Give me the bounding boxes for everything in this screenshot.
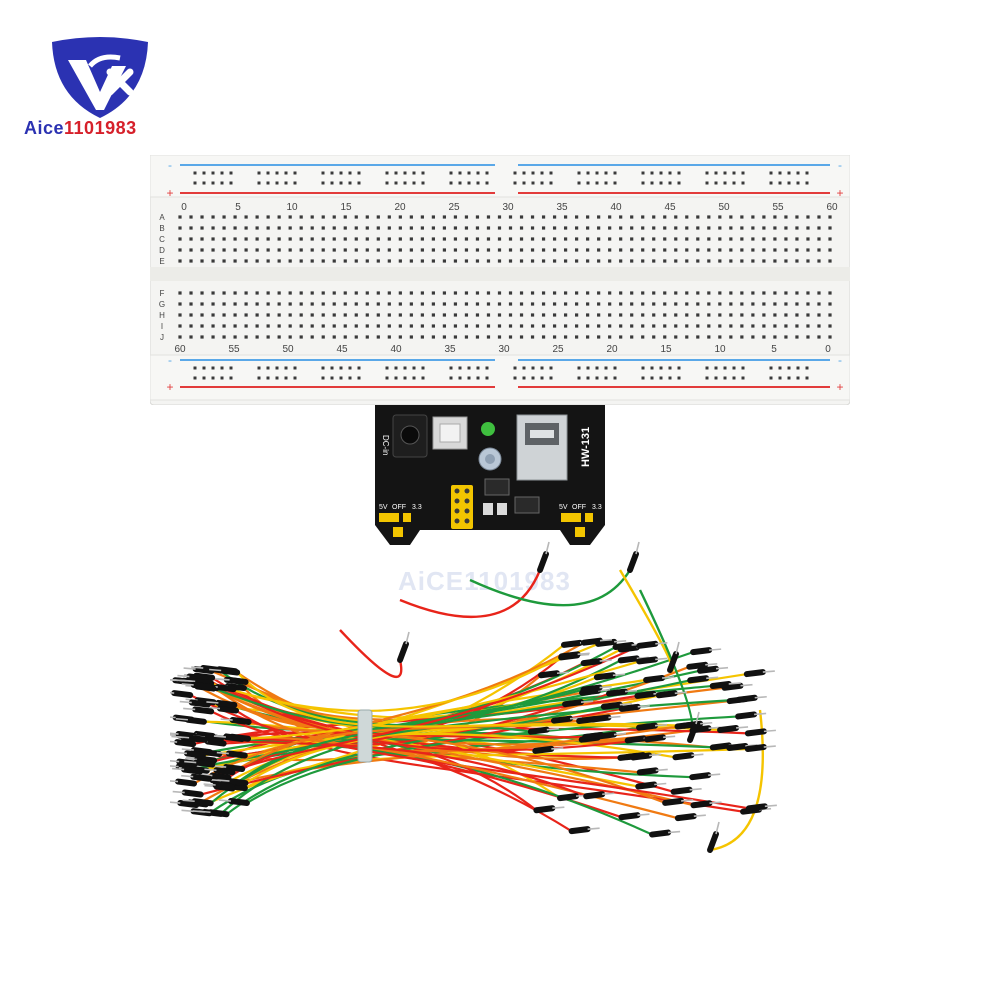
label-off-left: OFF (392, 504, 406, 511)
power-module-image: DC-in HW-131 5V OFF 3.3 5V OFF 3.3 (375, 405, 605, 545)
label-5v-right: 5V (559, 504, 568, 511)
rail-polarity-sign: + (166, 380, 173, 394)
rail-polarity-sign: - (838, 158, 842, 172)
bottom-column-number: 5 (771, 344, 777, 355)
rail-polarity-sign: + (836, 186, 843, 200)
label-33-right: 3.3 (592, 504, 602, 511)
rail-polarity-sign: - (168, 158, 172, 172)
row-letter: E (159, 257, 164, 266)
row-letter: A (159, 213, 165, 222)
rail-polarity-sign: - (168, 353, 172, 367)
brand-logo-text: Aice1101983 (24, 118, 137, 139)
bottom-column-number: 60 (174, 344, 186, 355)
power-supply-module: DC-in HW-131 5V OFF 3.3 5V OFF 3.3 (365, 405, 615, 555)
bottom-column-number: 40 (390, 344, 402, 355)
bottom-column-number: 50 (282, 344, 294, 355)
dc-in-label: DC-in (381, 435, 390, 455)
rail-polarity-sign: - (838, 353, 842, 367)
top-column-number: 20 (394, 202, 406, 213)
top-column-number: 15 (340, 202, 352, 213)
label-off-right: OFF (572, 504, 586, 511)
logo-text-part1: Aice (24, 118, 65, 138)
row-letter: C (159, 235, 165, 244)
label-33-left: 3.3 (412, 504, 422, 511)
top-column-number: 10 (286, 202, 298, 213)
rail-polarity-sign: + (836, 380, 843, 394)
logo-text-part2: 1101983 (64, 118, 137, 138)
top-column-number: 45 (664, 202, 676, 213)
logo-shield-icon (52, 37, 148, 118)
top-column-number: 55 (772, 202, 784, 213)
top-column-number: 5 (235, 202, 241, 213)
row-letter: I (161, 322, 163, 331)
row-letter: H (159, 311, 165, 320)
row-letter: G (159, 300, 165, 309)
top-column-number: 0 (181, 202, 187, 213)
jumper-wires-image (162, 541, 777, 853)
row-letter: D (159, 246, 165, 255)
bottom-column-number: 25 (552, 344, 564, 355)
bottom-column-number: 30 (498, 344, 510, 355)
rail-polarity-sign: + (166, 186, 173, 200)
row-letter: F (160, 289, 165, 298)
row-letter: B (159, 224, 164, 233)
bottom-column-number: 20 (606, 344, 618, 355)
top-column-number: 50 (718, 202, 730, 213)
bottom-column-number: 45 (336, 344, 348, 355)
top-column-number: 40 (610, 202, 622, 213)
top-column-number: 30 (502, 202, 514, 213)
top-column-number: 25 (448, 202, 460, 213)
bottom-column-number: 35 (444, 344, 456, 355)
top-column-number: 35 (556, 202, 568, 213)
row-letter: J (160, 333, 164, 342)
jumper-wires-bundle (162, 540, 810, 900)
model-label: HW-131 (580, 427, 592, 467)
top-column-number: 60 (826, 202, 838, 213)
label-5v-left: 5V (379, 504, 388, 511)
brand-logo (20, 36, 180, 146)
bottom-column-number: 0 (825, 344, 831, 355)
bottom-column-number: 55 (228, 344, 240, 355)
bottom-column-number: 15 (660, 344, 672, 355)
bottom-column-number: 10 (714, 344, 726, 355)
